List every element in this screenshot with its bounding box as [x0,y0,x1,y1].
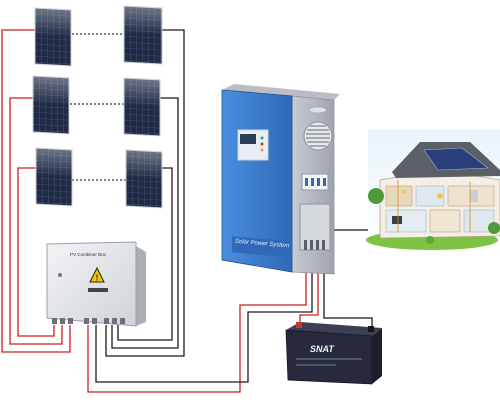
solar-panel [123,77,161,137]
lock-icon [58,273,62,277]
warning-symbol: ! [96,274,99,283]
solar-panel [35,147,73,207]
positive-wire-string-3 [17,167,55,337]
negative-wire-string-2 [111,97,179,349]
positive-wire-string-2 [9,97,63,345]
tree-icon [368,188,384,204]
battery-brand: SNAT [310,344,335,354]
pv-combiner-box: ! PV Combiner Box [46,241,146,327]
inverter-to-battery-negative [323,262,373,326]
battery: SNAT [285,322,382,385]
combiner-terminals [52,318,125,324]
battery-negative-terminal [368,326,374,332]
fan-grille-icon [303,121,333,151]
rooftop-solar-icon [423,147,489,171]
positive-wire-string-1 [1,29,71,353]
house-illustration [366,130,500,250]
inverter-to-battery-positive [299,262,319,326]
solar-power-inverter: Solar Power System [221,84,340,275]
solar-panel [32,75,70,135]
negative-wire-string-3 [117,167,173,341]
combiner-to-inverter-negative [95,262,313,383]
solar-panels [32,5,163,209]
solar-panel [125,149,163,209]
inverter-label: Solar Power System [235,239,290,250]
wiring [1,29,373,393]
circuit-breakers [301,173,329,191]
combiner-nameplate [88,288,108,292]
warning-triangle-icon [89,266,105,283]
solar-panel [34,7,72,67]
combiner-box-label: PV Combiner Box [70,252,107,257]
tree-icon [488,222,500,234]
solar-panel [123,5,163,65]
combiner-to-inverter-positive [87,262,307,393]
battery-positive-terminal [296,322,302,328]
negative-wire-string-1 [105,29,185,357]
